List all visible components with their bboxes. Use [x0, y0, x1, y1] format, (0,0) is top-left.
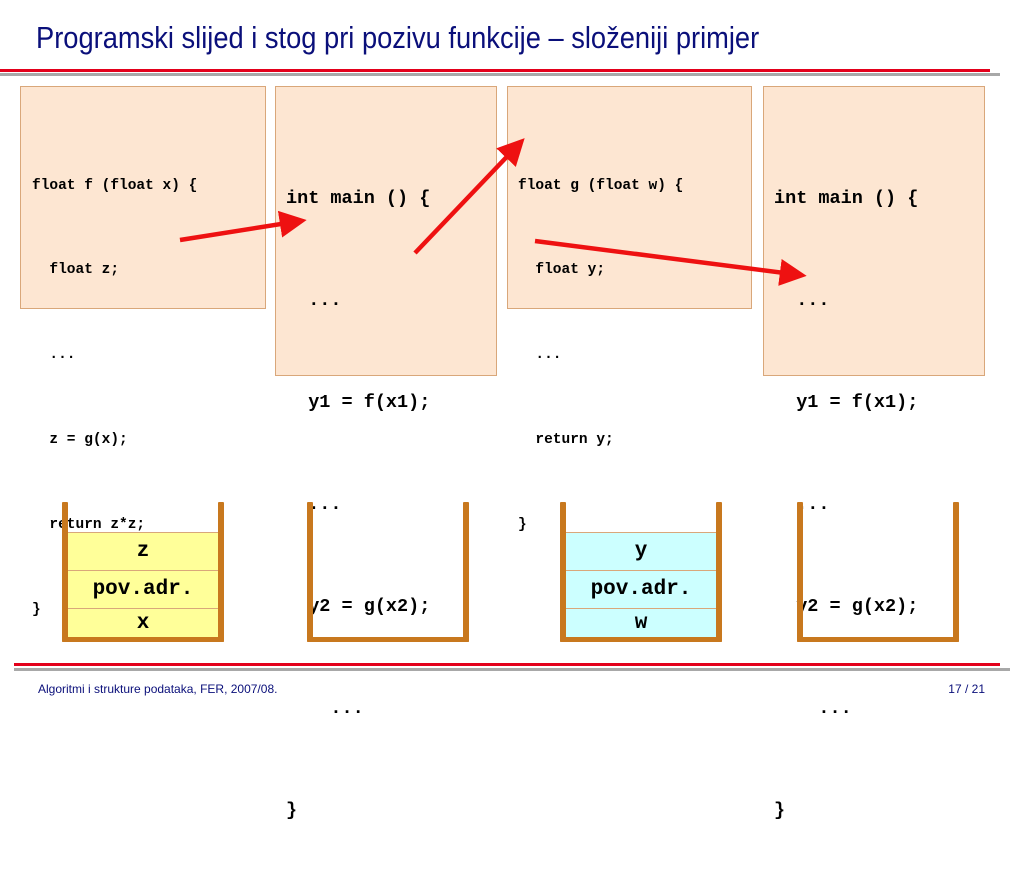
code-line: float g (float w) { [518, 177, 684, 194]
stack-cell: x [68, 608, 218, 637]
code-line: return y; [518, 432, 614, 449]
code-line: ... [796, 494, 830, 515]
footer-course: Algoritmi i strukture podataka, FER, 200… [38, 682, 278, 696]
code-line: float z; [32, 262, 120, 279]
stack-empty-2 [797, 502, 959, 642]
code-line: y1 = f(x1); [774, 392, 919, 413]
code-line: int main () { [286, 188, 431, 209]
footer-divider-gray [14, 668, 1010, 671]
stack-floor [62, 637, 224, 642]
code-line: ... [286, 698, 364, 719]
code-line: float y; [518, 262, 606, 279]
code-line: } [518, 517, 527, 534]
stack-cell: z [68, 532, 218, 570]
code-box-main-1: int main () { ... y1 = f(x1); ... y2 = g… [275, 86, 497, 821]
stack-wall-right [953, 502, 959, 642]
code-line: } [774, 800, 786, 821]
stack-wall-left [62, 502, 68, 642]
code-box-g: float g (float w) { float y; ... return … [507, 86, 752, 533]
code-line: int main () { [774, 188, 919, 209]
code-line: y1 = f(x1); [286, 392, 431, 413]
stack-g: y pov.adr. w [560, 502, 722, 642]
code-line: ... [518, 347, 562, 364]
code-line: ... [286, 290, 342, 311]
stack-wall-right [716, 502, 722, 642]
code-line: ... [286, 494, 342, 515]
stack-floor [560, 637, 722, 642]
stack-wall-left [797, 502, 803, 642]
stack-wall-right [218, 502, 224, 642]
code-line: } [32, 602, 41, 619]
code-main-2: int main () { ... y1 = f(x1); ... y2 = g… [774, 114, 918, 896]
stack-cell: w [566, 608, 716, 637]
title-divider-red [0, 69, 990, 72]
code-line: y2 = g(x2); [286, 596, 431, 617]
code-line: z = g(x); [32, 432, 128, 449]
stack-wall-left [307, 502, 313, 642]
stack-wall-right [463, 502, 469, 642]
title-divider-gray [0, 73, 1000, 76]
code-box-main-2: int main () { ... y1 = f(x1); ... y2 = g… [763, 86, 985, 821]
stack-floor [797, 637, 959, 642]
stack-cell: y [566, 532, 716, 570]
code-line: ... [774, 698, 852, 719]
code-line: float f (float x) { [32, 177, 198, 194]
footer-divider-red [14, 663, 1000, 666]
code-line: ... [774, 290, 830, 311]
stack-cell: pov.adr. [566, 570, 716, 608]
code-box-f: float f (float x) { float z; ... z = g(x… [20, 86, 266, 618]
footer-page-number: 17 / 21 [948, 682, 985, 696]
stack-f: z pov.adr. x [62, 502, 224, 642]
code-line: } [286, 800, 298, 821]
stack-wall-left [560, 502, 566, 642]
stack-cell: pov.adr. [68, 570, 218, 608]
stack-floor [307, 637, 469, 642]
stack-empty-1 [307, 502, 469, 642]
slide-title: Programski slijed i stog pri pozivu funk… [36, 20, 760, 55]
code-line: ... [32, 347, 76, 364]
